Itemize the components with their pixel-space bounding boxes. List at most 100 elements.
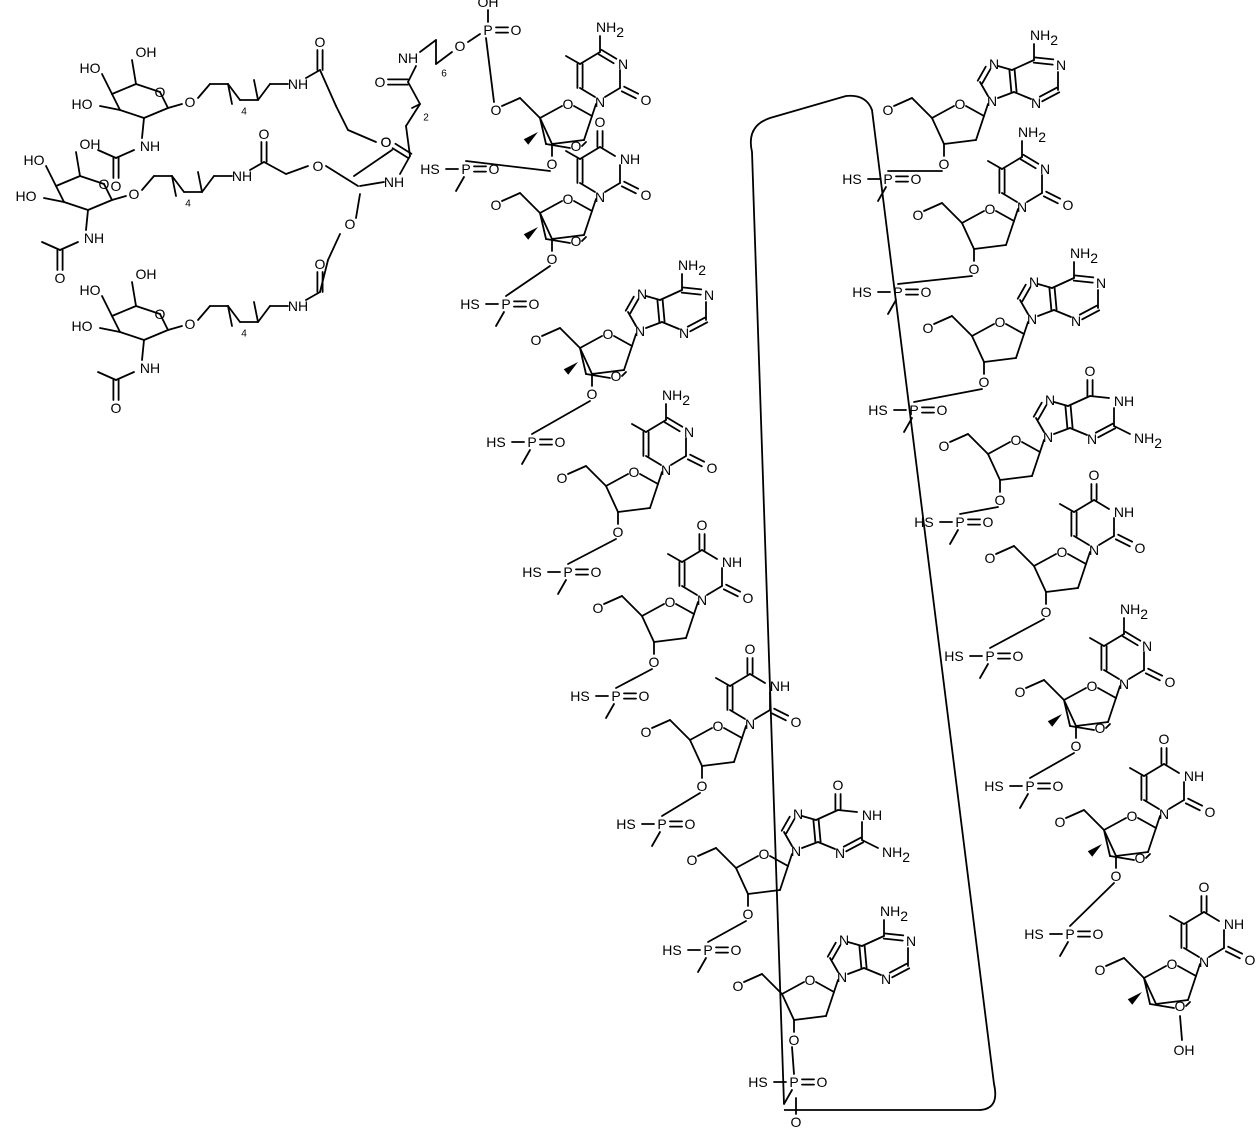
lna-bridge-bond (1106, 724, 1110, 728)
repeat-subscript: 2 (423, 113, 429, 124)
lna-bridge-bond (582, 142, 586, 146)
sugar-bond (614, 336, 632, 346)
amine-label: NH2 (882, 844, 910, 865)
sugar-bond (1032, 452, 1040, 476)
base-bond (580, 183, 595, 192)
sugar-bond (724, 728, 742, 738)
phosphodiester-bond (898, 276, 972, 284)
galnac-ring-bond (112, 316, 120, 332)
sugar-bond (826, 992, 834, 1016)
oxygen-label: O (55, 270, 66, 286)
base-bond (1094, 500, 1109, 509)
base-bond (646, 296, 660, 300)
ring-oxygen-label: O (1057, 544, 1068, 560)
sugar-bond (1014, 546, 1034, 566)
core-bond (360, 182, 384, 186)
phosphorus-label: P (985, 648, 994, 664)
phosphate-oxygen-label: O (1071, 738, 1082, 754)
sugar-bond (654, 638, 686, 642)
sugar-bond (606, 486, 618, 512)
phosphate-oxygen-label: O (979, 374, 990, 390)
sugar-bond (604, 596, 622, 604)
base-bond (580, 147, 600, 159)
nitrogen-label: N (989, 56, 999, 72)
nitrogen-label: N (618, 56, 628, 72)
sugar-bond (698, 848, 716, 856)
glycoside-oxygen-label: O (185, 94, 196, 110)
base-bond (580, 52, 600, 64)
oxygen-label: O (489, 161, 500, 177)
nh-label: NH (862, 807, 882, 823)
thiol-label: HS (1024, 926, 1043, 942)
thiol-label: HS (748, 1074, 767, 1090)
sugar-bond (618, 508, 650, 512)
base-bond (1002, 193, 1017, 202)
oxygen-label: O (743, 590, 754, 606)
galnac-bond (100, 106, 120, 110)
galnac-ring-oxygen-label: O (99, 176, 110, 192)
phosphate-oxygen-label: O (687, 852, 698, 868)
base-bond (884, 939, 903, 941)
sugar-bond (996, 546, 1014, 554)
oxygen-label: O (529, 296, 540, 312)
base-bond (1054, 310, 1071, 317)
base-bond (884, 933, 903, 935)
phosphorus-label: P (461, 161, 470, 177)
sugar-bond (1078, 564, 1086, 588)
methyl-bond (1090, 638, 1104, 646)
oxygen-label: O (511, 22, 522, 38)
base-bond (1038, 284, 1052, 288)
base-bond (605, 88, 620, 97)
nitrogen-label: N (1089, 542, 1099, 558)
base-bond (1065, 406, 1067, 428)
oxygen-label: O (111, 178, 122, 194)
nitrogen-label: N (1045, 392, 1055, 408)
lna-bridge-bond (546, 144, 570, 148)
hydroxyl-bond (1180, 1016, 1182, 1040)
phosphorus-label: P (563, 564, 572, 580)
galnac-ring-oxygen-label: O (155, 306, 166, 322)
phosphorus-label: P (657, 816, 666, 832)
base-bond (1071, 406, 1073, 428)
base-bond (1184, 948, 1199, 957)
base-bond (682, 293, 701, 295)
oxygen-label: O (921, 284, 932, 300)
nh-label: NH (770, 678, 790, 694)
acetamide-nh-label: NH (140, 138, 160, 154)
base-bond (998, 92, 1014, 98)
phosphate-oxygen-label: O (733, 978, 744, 994)
oxygen-label: O (259, 126, 270, 142)
base-bond (657, 300, 659, 322)
sugar-bond (932, 106, 954, 118)
thiol-label: HS (616, 816, 635, 832)
sugar-bond (996, 211, 1014, 221)
nitrogen-label: N (1040, 161, 1050, 177)
oxygen-label: O (707, 460, 718, 476)
oxygen-label: O (595, 114, 606, 130)
base-bond (1104, 670, 1119, 679)
base-bond (646, 456, 661, 465)
sugar-bond (584, 211, 592, 235)
base-bond (848, 968, 864, 974)
base-bond (600, 147, 615, 156)
linker-nh-label: NH (398, 50, 418, 66)
amine-bond (1114, 426, 1130, 434)
nitrogen-label: N (837, 969, 847, 985)
phosphodiester-bond (496, 312, 504, 326)
base-bond (1070, 428, 1087, 435)
glycoside-oxygen-label: O (129, 186, 140, 202)
alkyl-linker-bond (258, 306, 270, 322)
oxygen-label: O (375, 74, 386, 90)
nitrogen-label: N (697, 592, 707, 608)
base-bond (1164, 764, 1179, 773)
base-bond (1074, 281, 1093, 283)
base-bond (1129, 670, 1144, 679)
lna-bridge-oxygen-label: O (1175, 998, 1186, 1014)
sugar-bond (1138, 818, 1156, 828)
lna-bridge-bond (586, 374, 610, 378)
strand-connector-bracket (751, 96, 995, 1110)
nitrogen-label: N (1087, 431, 1097, 447)
ring-oxygen-label: O (713, 718, 724, 734)
nitrogen-label: N (793, 806, 803, 822)
phosphate-oxygen-label: O (1095, 962, 1106, 978)
